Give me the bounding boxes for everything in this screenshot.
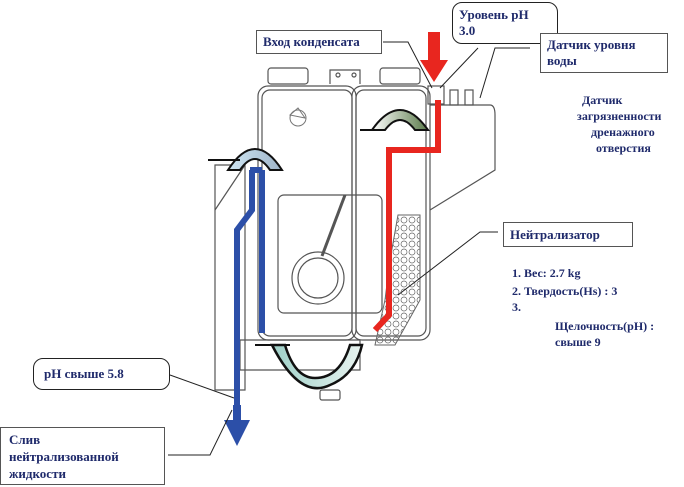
spec-hardness: 2. Твердость(Hs) : 3 (512, 284, 618, 298)
condensate-inlet-text: Вход конденсата (263, 34, 360, 49)
leader-water-sensor (479, 47, 530, 99)
water-sensor-line2: воды (547, 53, 577, 68)
flow-arrow-green-icon (360, 109, 430, 131)
water-sensor-line1: Датчик уровня (547, 37, 636, 52)
drain-outlet-label: Слив нейтрализованной жидкости (0, 427, 165, 485)
leader-condensate (383, 41, 433, 89)
leader-neutralizer (397, 231, 498, 296)
leader-drain (168, 409, 233, 456)
spec-weight: 1. Вес: 2.7 kg (512, 266, 581, 280)
neutralizer-label: Нейтрализатор (503, 222, 633, 247)
drain-line2: нейтрализованной (9, 449, 119, 464)
recycle-icon (288, 107, 307, 127)
drain-line3: жидкости (9, 466, 66, 481)
spec-alkalinity: Щелочность(pH) : (555, 319, 655, 333)
drain-sensor-line2: загрязненности (577, 109, 662, 123)
leader-ph-above (169, 374, 235, 399)
flow-arrow-teal-icon (255, 343, 364, 390)
leader-ph (439, 47, 479, 89)
drain-sensor-line4: отверстия (596, 141, 651, 155)
neutralizer-title: Нейтрализатор (510, 227, 600, 242)
flow-arrow-blue-icon (208, 148, 284, 171)
spec-alkalinity-value: свыше 9 (555, 335, 601, 349)
inlet-arrow-icon (420, 32, 448, 82)
ph-above-text: pH свыше 5.8 (44, 366, 124, 381)
spec-three: 3. (512, 300, 521, 314)
water-level-sensor-label: Датчик уровня воды (540, 33, 668, 73)
ph-level-title: Уровень pH (459, 7, 529, 22)
drain-line1: Слив (9, 432, 41, 447)
ph-level-value: 3.0 (459, 23, 476, 38)
outlet-arrow-icon (224, 405, 250, 446)
drain-sensor-line3: дренажного (591, 125, 655, 139)
ph-above-callout: pH свыше 5.8 (33, 358, 170, 390)
drain-sensor-line1: Датчик (582, 93, 623, 107)
inflow-pipe (372, 100, 441, 333)
condensate-inlet-label: Вход конденсата (256, 30, 382, 54)
